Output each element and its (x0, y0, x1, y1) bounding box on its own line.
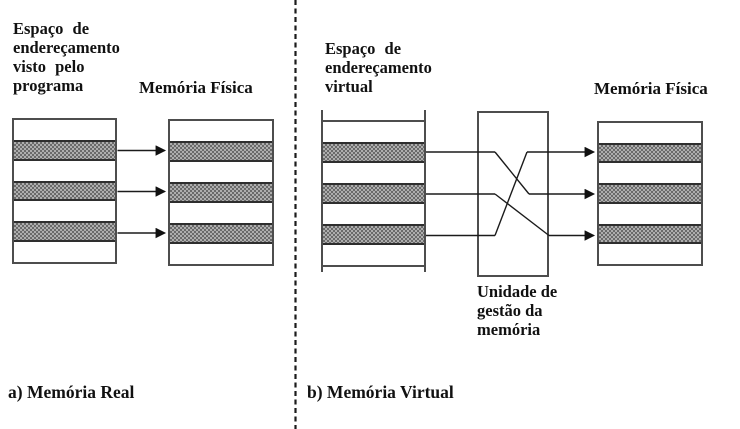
title-line: Espaço de (325, 39, 402, 58)
title-line: programa (13, 76, 84, 95)
memory-page-band (14, 140, 115, 161)
physical-memory-box-left (168, 119, 274, 266)
caption-memoria-real: a) Memória Real (8, 382, 135, 402)
title-line: Espaço de (13, 19, 90, 38)
memory-page-band (599, 183, 701, 204)
physical-memory-box-right (597, 121, 703, 266)
memory-page-band (323, 224, 424, 245)
mmu-label-line: memória (477, 320, 541, 339)
caption-memoria-virtual: b) Memória Virtual (307, 382, 454, 402)
memory-page-band (170, 182, 272, 203)
mmu-label: Unidade de gestão da memória (477, 282, 557, 339)
title-line: endereçamento (325, 58, 432, 77)
virtual-address-space-box (321, 120, 426, 267)
title-line: virtual (325, 77, 373, 96)
memory-page-band (14, 180, 115, 202)
memory-page-band (170, 141, 272, 162)
physical-memory-label-right: Memória Física (594, 79, 708, 98)
program-address-space-title: Espaço de endereçamento visto pelo progr… (13, 19, 120, 95)
title-line: visto pelo (13, 57, 85, 76)
mmu-box (477, 111, 549, 277)
memory-page-band (599, 143, 701, 164)
physical-memory-label-left: Memória Física (139, 78, 253, 97)
memory-page-band (599, 223, 701, 244)
mmu-label-line: Unidade de (477, 282, 558, 301)
memory-page-band (14, 221, 115, 242)
title-line: endereçamento (13, 38, 120, 57)
memory-page-band (323, 183, 424, 204)
program-address-space-box (12, 118, 117, 264)
mmu-label-line: gestão da (477, 301, 543, 320)
memory-page-band (170, 223, 272, 244)
memory-page-band (323, 142, 424, 163)
virtual-address-space-title: Espaço de endereçamento virtual (325, 39, 432, 96)
